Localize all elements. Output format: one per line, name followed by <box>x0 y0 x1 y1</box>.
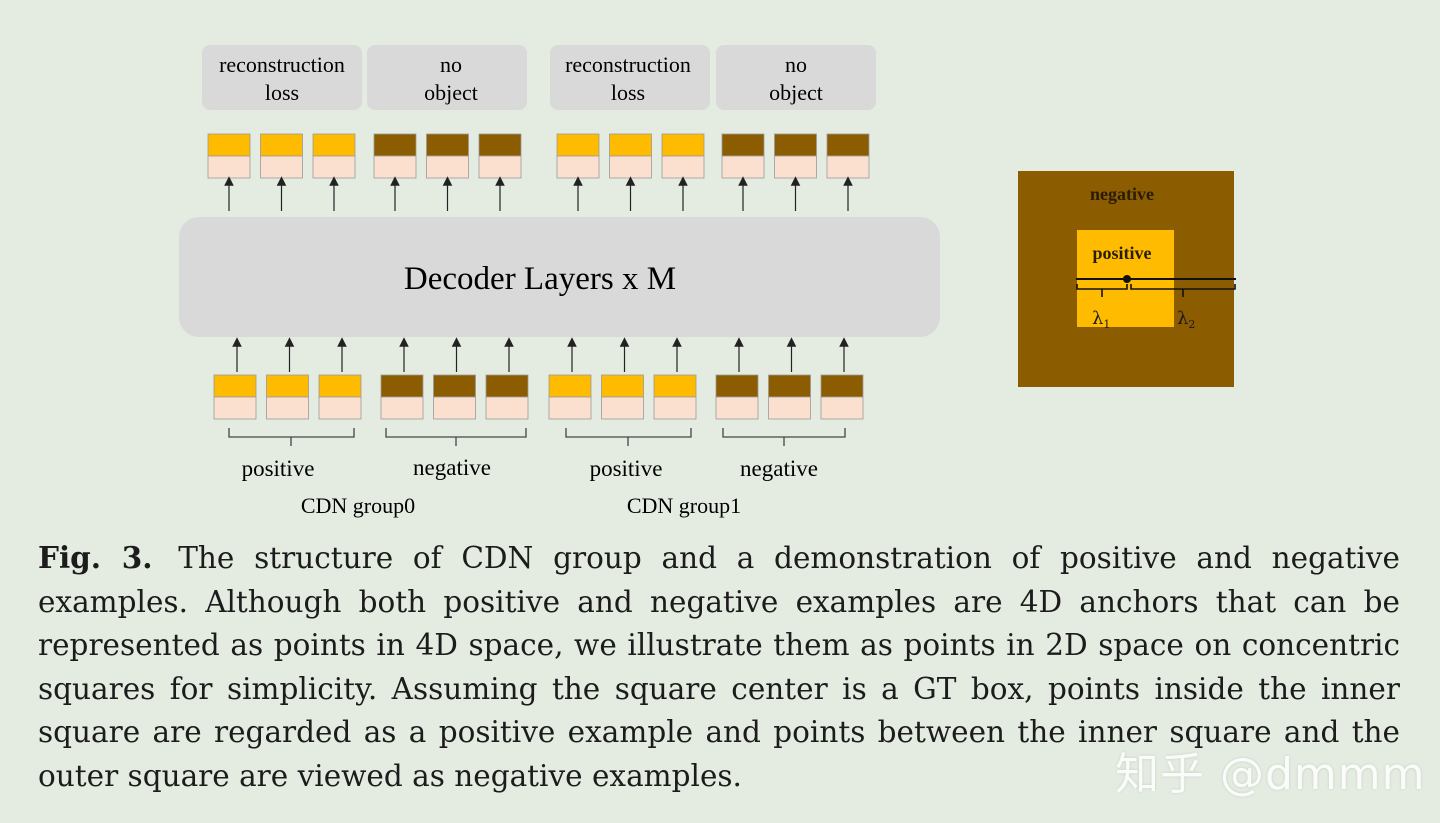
output-embedding-negative <box>426 133 469 179</box>
output-embedding-positive <box>260 133 303 179</box>
input-braces: positive negative positive negative CDN … <box>228 428 846 518</box>
head-reconstruction-loss-0: reconstruction loss <box>202 45 362 110</box>
decoder-label: Decoder Layers x M <box>404 261 676 297</box>
figure-caption: Fig. 3. The structure of CDN group and a… <box>38 536 1400 798</box>
brace-negative-0 <box>385 428 527 446</box>
head-line1: no <box>785 52 807 77</box>
input-embedding-positive <box>548 374 592 420</box>
output-embedding-positive <box>609 133 652 179</box>
outer-square-label: negative <box>1090 184 1154 204</box>
output-embedding-positive <box>312 133 356 179</box>
head-line2: object <box>424 80 478 105</box>
output-embedding-negative <box>373 133 417 179</box>
set-label-positive: positive <box>242 456 315 481</box>
decoder-block: Decoder Layers x M <box>179 217 940 337</box>
output-embedding-negative <box>774 133 817 179</box>
input-embedding-positive <box>653 374 697 420</box>
concentric-squares: negative positive λ1 λ2 <box>1018 171 1236 387</box>
head-line1: reconstruction <box>565 52 691 77</box>
output-embedding-positive <box>661 133 705 179</box>
input-embedding-positive <box>318 374 362 420</box>
lambda1-label: λ1 <box>1092 308 1110 331</box>
output-embedding-negative <box>478 133 522 179</box>
input-embedding-negative <box>768 374 811 420</box>
input-embedding-negative <box>433 374 476 420</box>
input-embedding-negative <box>820 374 864 420</box>
set-label-negative: negative <box>413 455 491 480</box>
lambda1-brace <box>1076 284 1128 297</box>
output-heads: reconstruction loss no object reconstruc… <box>202 45 876 110</box>
input-embedding-positive <box>601 374 644 420</box>
head-line1: no <box>440 52 462 77</box>
output-embedding-positive <box>207 133 251 179</box>
input-embedding-positive <box>266 374 309 420</box>
center-point <box>1123 275 1131 283</box>
figure-label: Fig. 3. <box>38 540 153 575</box>
output-embeddings <box>207 133 870 211</box>
head-no-object-0: no object <box>367 45 527 110</box>
group-label-1: CDN group1 <box>627 493 741 518</box>
input-embedding-positive <box>213 374 257 420</box>
head-line2: loss <box>611 80 645 105</box>
output-embedding-negative <box>721 133 765 179</box>
head-no-object-1: no object <box>716 45 876 110</box>
group-label-0: CDN group0 <box>301 493 415 518</box>
inner-square-label: positive <box>1092 243 1151 263</box>
output-embedding-negative <box>826 133 870 179</box>
lambda2-brace <box>1130 284 1236 297</box>
set-label-positive: positive <box>590 456 663 481</box>
head-line2: loss <box>265 80 299 105</box>
lambda2-label: λ2 <box>1177 308 1195 331</box>
brace-positive-1 <box>565 428 692 446</box>
brace-positive-0 <box>228 428 355 446</box>
input-embedding-negative <box>715 374 759 420</box>
cdn-diagram: reconstruction loss no object reconstruc… <box>179 45 1236 518</box>
brace-negative-1 <box>722 428 846 446</box>
input-embedding-negative <box>380 374 424 420</box>
set-label-negative: negative <box>740 456 818 481</box>
input-embedding-negative <box>485 374 529 420</box>
head-line1: reconstruction <box>219 52 345 77</box>
output-embedding-positive <box>556 133 600 179</box>
caption-text: The structure of CDN group and a demonst… <box>38 541 1400 793</box>
head-line2: object <box>769 80 823 105</box>
zhihu-watermark: 知乎 @dmmm <box>1115 749 1426 800</box>
head-reconstruction-loss-1: reconstruction loss <box>550 45 710 110</box>
input-embeddings <box>213 337 864 420</box>
